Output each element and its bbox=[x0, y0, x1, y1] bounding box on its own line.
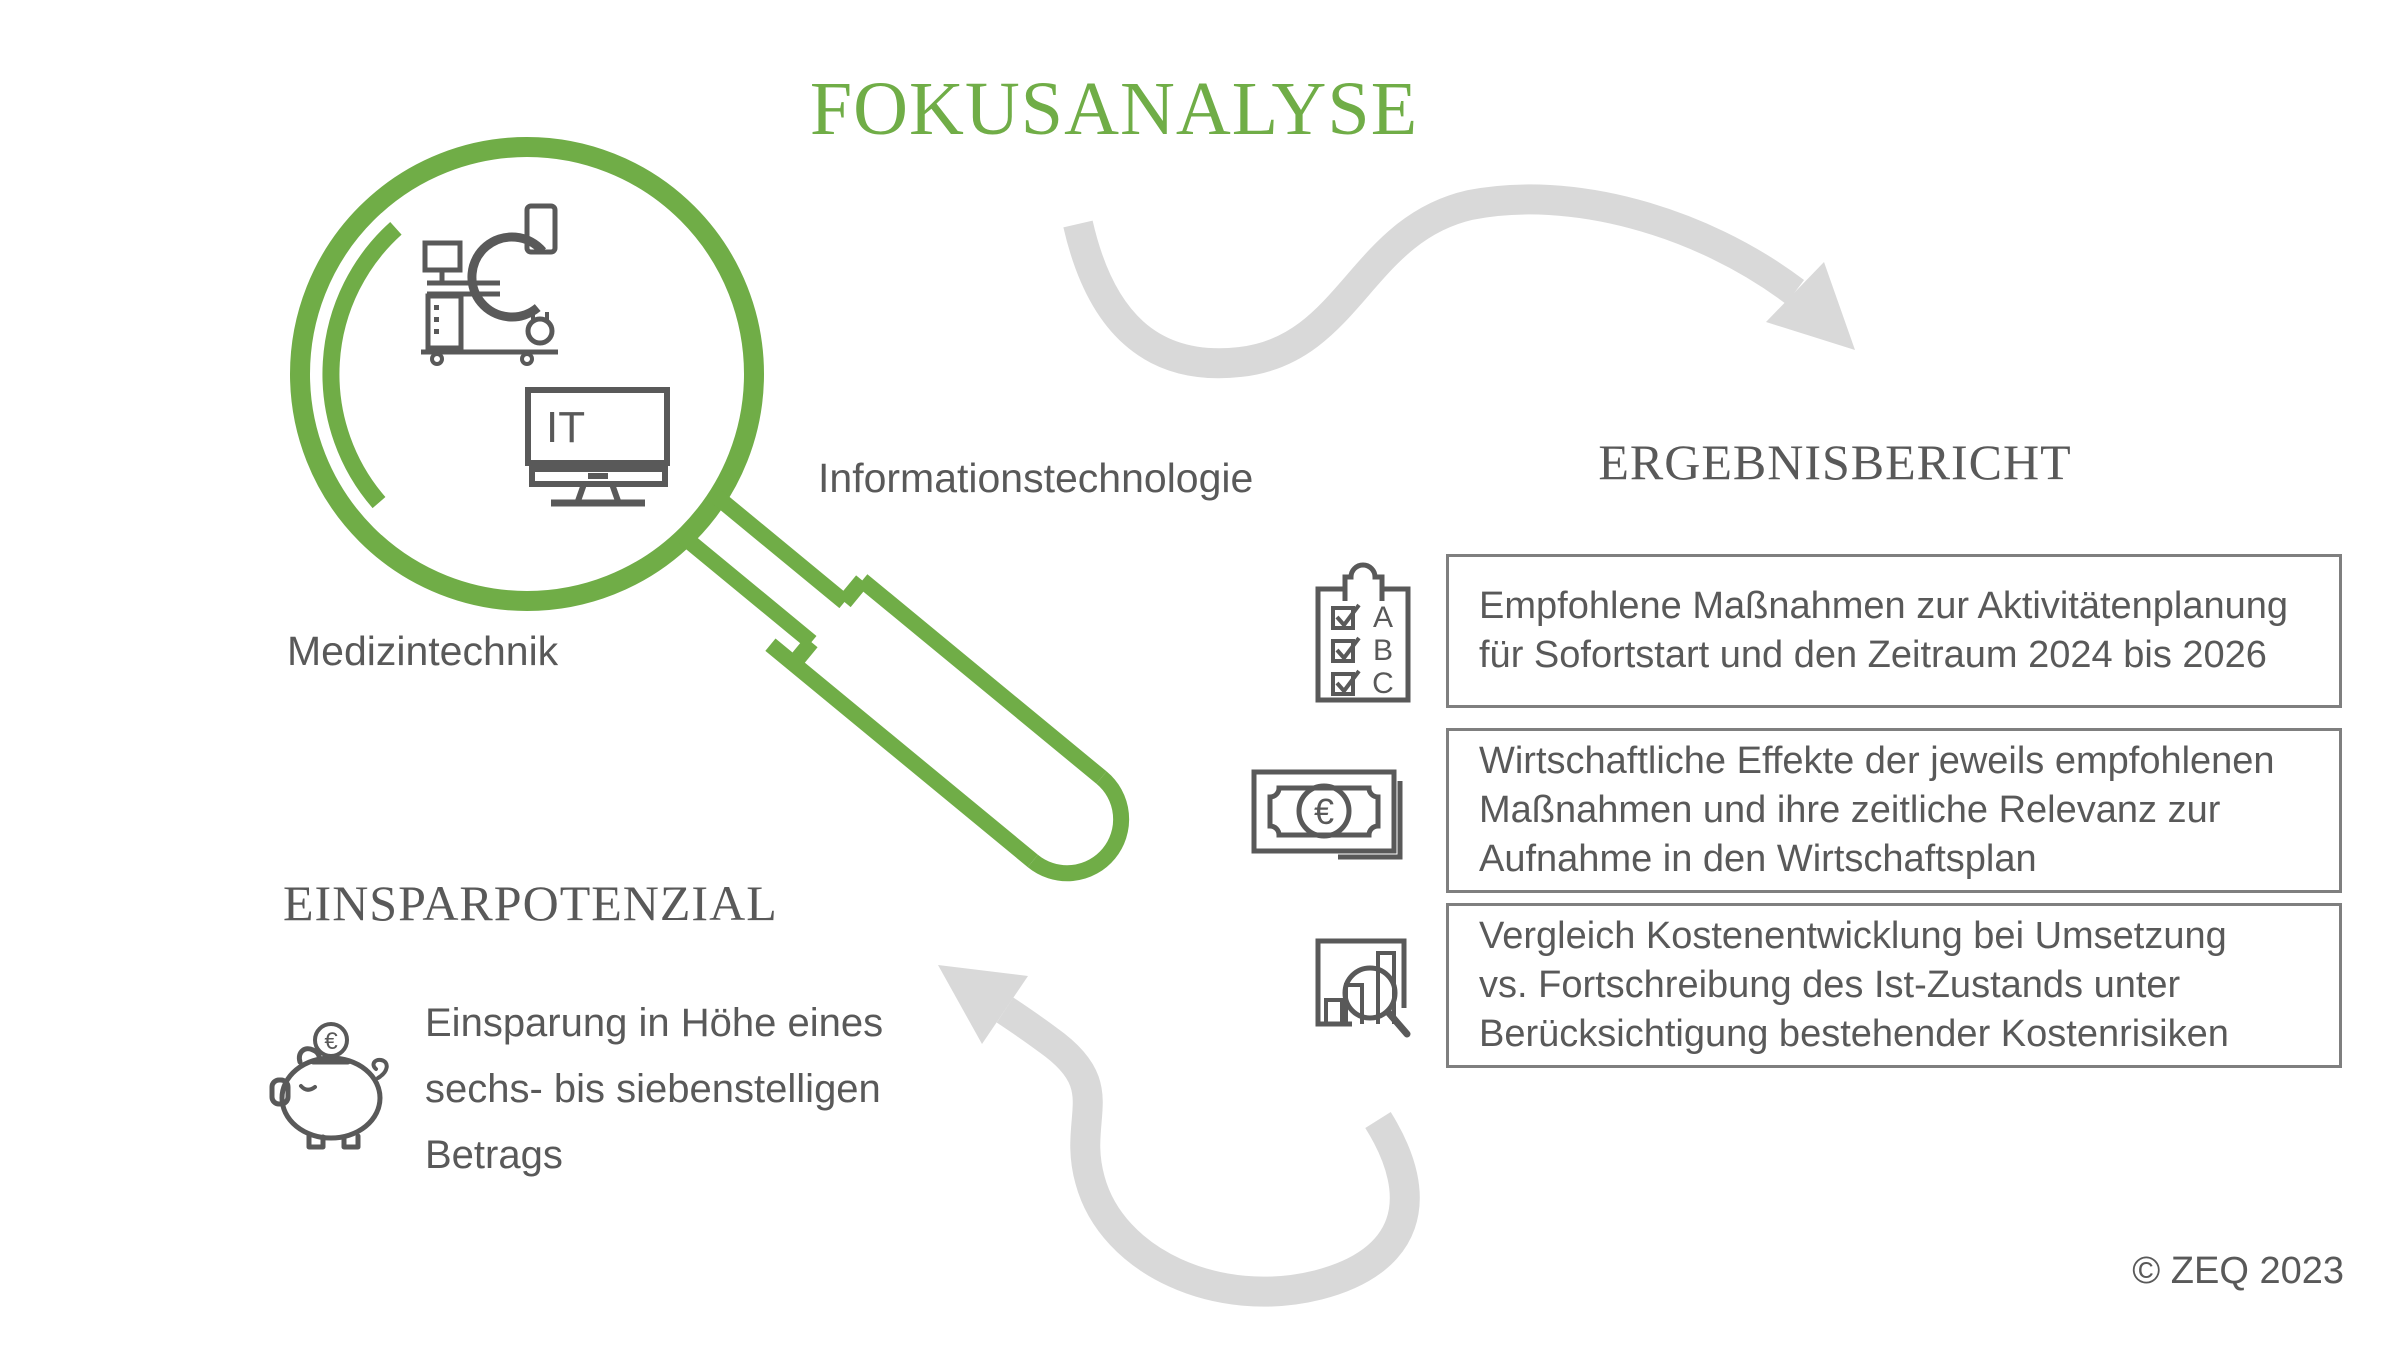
c-arm-xray-icon bbox=[421, 203, 558, 366]
savings-heading: EINSPARPOTENZIAL bbox=[283, 875, 778, 931]
report-box-line: Empfohlene Maßnahmen zur Aktivitätenplan… bbox=[1479, 585, 2289, 627]
clipboard-checklist-icon: A B C bbox=[1315, 562, 1411, 703]
report-box-line: Berücksichtigung bestehender Kostenrisik… bbox=[1479, 1013, 2229, 1055]
report-box-line: vs. Fortschreibung des Ist-Zustands unte… bbox=[1479, 964, 2181, 1006]
label-medizintechnik: Medizintechnik bbox=[287, 628, 559, 674]
report-box-line: Wirtschaftliche Effekte der jeweils empf… bbox=[1479, 740, 2275, 782]
label-informationstechnologie: Informationstechnologie bbox=[818, 455, 1254, 501]
flow-arrow-top-right-icon bbox=[1063, 184, 1855, 379]
report-heading: ERGEBNISBERICHT bbox=[1598, 434, 2072, 490]
report-box-massnahmen: Empfohlene Maßnahmen zur Aktivitätenplan… bbox=[1446, 554, 2342, 708]
savings-text-line: Betrags bbox=[425, 1133, 563, 1177]
chart-magnifier-icon bbox=[1315, 938, 1411, 1038]
report-box-line: für Sofortstart und den Zeitraum 2024 bi… bbox=[1479, 634, 2267, 676]
report-box-line: Aufnahme in den Wirtschaftsplan bbox=[1479, 838, 2037, 880]
savings-text: Einsparung in Höhe eines sechs- bis sieb… bbox=[425, 990, 883, 1188]
page-title: FOKUSANALYSE bbox=[809, 67, 1419, 151]
report-box-line: Maßnahmen und ihre zeitliche Relevanz zu… bbox=[1479, 789, 2221, 831]
euro-banknote-icon: € bbox=[1251, 769, 1403, 860]
clipboard-item-c: C bbox=[1372, 667, 1394, 700]
clipboard-item-a: A bbox=[1373, 601, 1393, 634]
it-monitor-label: IT bbox=[546, 403, 585, 452]
piggy-coin-euro-symbol: € bbox=[324, 1028, 338, 1055]
copyright-notice: © ZEQ 2023 bbox=[2132, 1250, 2344, 1292]
flow-arrow-bottom-left-icon bbox=[938, 965, 1420, 1307]
savings-text-line: Einsparung in Höhe eines bbox=[425, 1001, 884, 1045]
report-box-wirtschaftliche-effekte: Wirtschaftliche Effekte der jeweils empf… bbox=[1446, 728, 2342, 893]
report-box-kostenvergleich: Vergleich Kostenentwicklung bei Umsetzun… bbox=[1446, 903, 2342, 1068]
it-monitor-icon: IT bbox=[525, 387, 670, 507]
report-box-line: Vergleich Kostenentwicklung bei Umsetzun… bbox=[1479, 915, 2227, 957]
piggy-bank-icon: € bbox=[269, 1022, 389, 1150]
banknote-euro-symbol: € bbox=[1314, 791, 1334, 832]
savings-text-line: sechs- bis siebenstelligen bbox=[425, 1067, 881, 1111]
magnifier-icon bbox=[290, 137, 1130, 882]
clipboard-item-b: B bbox=[1373, 634, 1393, 667]
